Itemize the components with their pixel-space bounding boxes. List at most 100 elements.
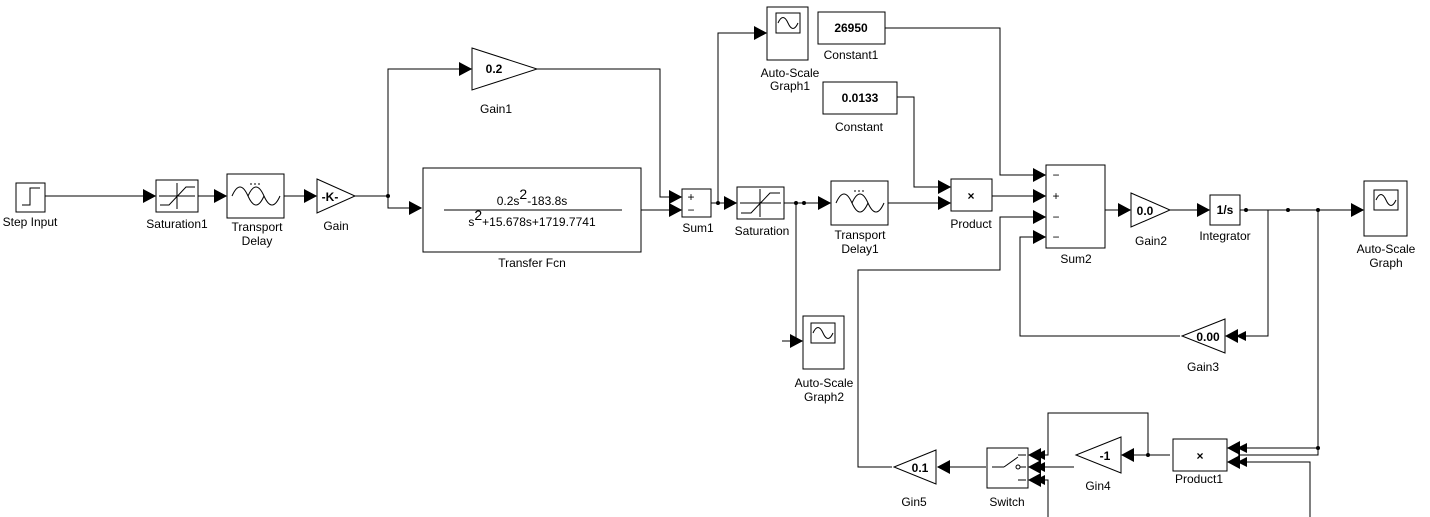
gain-label: Gain (323, 219, 348, 233)
sum1-label: Sum1 (682, 221, 714, 235)
integrator-block[interactable]: 1/s Integrator (1199, 194, 1251, 243)
sum1-sign-plus: + (687, 190, 694, 204)
gain2-block[interactable]: 0.0 Gain2 (1130, 192, 1172, 248)
constant-label: Constant (835, 120, 884, 134)
scope-label-line1: Auto-Scale (1357, 242, 1416, 256)
port-arrow (1028, 448, 1041, 462)
gin5-label: Gin5 (901, 495, 927, 509)
scope1-label-line1: Auto-Scale (761, 66, 820, 80)
scope-icon (1373, 189, 1399, 211)
port-arrow (724, 196, 737, 210)
wire-integrator-to-gain3[interactable] (1236, 209, 1269, 341)
port-arrow (459, 62, 472, 76)
port-arrow (1028, 460, 1041, 474)
gain-value: -K- (322, 190, 339, 204)
port-arrowheads (143, 26, 1364, 487)
port-arrow (409, 201, 422, 215)
port-arrow (818, 196, 831, 210)
gain3-block[interactable]: 0.00 Gain3 (1180, 318, 1226, 374)
constant1-block[interactable]: 26950 Constant1 (817, 11, 886, 62)
wire-product1-to-switch-top[interactable] (1035, 412, 1149, 460)
transfer-fcn-block[interactable]: 0.2s2-183.8s s2+15.678s+1719.7741 Transf… (422, 167, 642, 270)
scope-block[interactable]: Auto-Scale Graph (1357, 180, 1416, 270)
step-input-label: Step Input (3, 215, 58, 229)
transport-delay-label-line2: Delay (242, 234, 273, 248)
port-arrow (1197, 203, 1210, 217)
wire-to-product1-b[interactable] (1237, 457, 1311, 517)
wire-branch-to-gain1[interactable] (387, 64, 472, 196)
wire-gain-to-tf[interactable] (355, 195, 422, 213)
port-arrow (1033, 230, 1046, 244)
port-arrow (1351, 203, 1364, 217)
gain2-value: 0.0 (1137, 204, 1154, 218)
sum1-sign-minus: − (687, 203, 694, 217)
product1-block[interactable]: × Product1 (1172, 438, 1228, 486)
wire-gin5-to-sum2[interactable] (857, 212, 1046, 468)
port-arrow (669, 190, 682, 204)
integrator-label: Integrator (1199, 229, 1250, 243)
signal-wires (45, 27, 1364, 517)
port-arrow (938, 196, 951, 210)
saturation-block[interactable]: Saturation (735, 186, 790, 238)
wire-integrator-to-product1-a[interactable] (1237, 210, 1319, 453)
port-arrow (143, 189, 156, 203)
step-icon (22, 187, 40, 206)
gin4-value: -1 (1100, 449, 1111, 463)
wire-sum1-to-scope1[interactable] (717, 28, 767, 203)
scope2-label-line1: Auto-Scale (795, 376, 854, 390)
wire-to-switch-bottom[interactable] (1035, 475, 1049, 517)
port-arrow (214, 189, 227, 203)
branch-point (802, 201, 806, 205)
integrator-value: 1/s (1217, 203, 1234, 217)
transport-delay1-block[interactable]: Transport Delay1 (830, 180, 889, 256)
constant-block[interactable]: 0.0133 Constant (822, 81, 898, 134)
sum2-block[interactable]: − + − − Sum2 (1045, 164, 1106, 266)
switch-block[interactable]: Switch (986, 447, 1029, 509)
transport-delay-block[interactable]: Transport Delay (226, 173, 285, 248)
scope1-block[interactable]: Auto-Scale Graph1 (761, 6, 820, 93)
scope2-block[interactable]: Auto-Scale Graph2 (795, 315, 854, 404)
gin4-block[interactable]: -1 Gin4 (1074, 436, 1122, 493)
scope-label-line2: Graph (1369, 256, 1402, 270)
product-block[interactable]: × Product (950, 178, 993, 231)
transport-delay-icon (231, 183, 281, 206)
port-arrow (1227, 455, 1240, 469)
product-label: Product (950, 217, 992, 231)
wire-constant-to-product[interactable] (897, 96, 951, 192)
port-arrow (937, 460, 950, 474)
product-symbol: × (967, 189, 974, 203)
sum2-sign-4: − (1052, 230, 1059, 244)
transport-delay1-label-line2: Delay1 (841, 242, 879, 256)
port-arrow (754, 26, 767, 40)
saturation1-block[interactable]: Saturation1 (146, 179, 208, 231)
step-input-block[interactable]: Step Input (3, 182, 58, 229)
transfer-fcn-label: Transfer Fcn (498, 256, 566, 270)
gin5-block[interactable]: 0.1 Gin5 (892, 449, 937, 509)
constant1-value: 26950 (834, 21, 868, 35)
sum2-sign-1: − (1052, 168, 1059, 182)
gain1-block[interactable]: 0.2 Gain1 (471, 47, 539, 116)
scope1-label-line2: Graph1 (770, 79, 810, 93)
gain3-label: Gain3 (1187, 360, 1219, 374)
gain-block[interactable]: -K- Gain (316, 178, 357, 233)
sum2-sign-3: − (1052, 210, 1059, 224)
wire-gain3-to-sum2[interactable] (1019, 232, 1180, 337)
scope-icon (775, 12, 801, 34)
saturation-icon (159, 183, 195, 209)
sum2-label: Sum2 (1060, 252, 1092, 266)
saturation-icon (740, 189, 781, 217)
transport-delay-icon (835, 190, 885, 213)
transport-delay-label-line1: Transport (232, 220, 284, 234)
product1-label: Product1 (1175, 472, 1223, 486)
wire-saturation-to-scope2[interactable] (793, 203, 803, 346)
gin4-label: Gin4 (1085, 479, 1111, 493)
port-arrow (1028, 473, 1041, 487)
branch-point (1286, 208, 1290, 212)
switch-icon (992, 454, 1026, 481)
wire-stub (1238, 448, 1319, 456)
port-arrow (938, 180, 951, 194)
port-arrow (1225, 329, 1238, 343)
wire-constant1-to-sum2[interactable] (885, 27, 1046, 180)
sum1-block[interactable]: + − Sum1 (681, 188, 714, 235)
